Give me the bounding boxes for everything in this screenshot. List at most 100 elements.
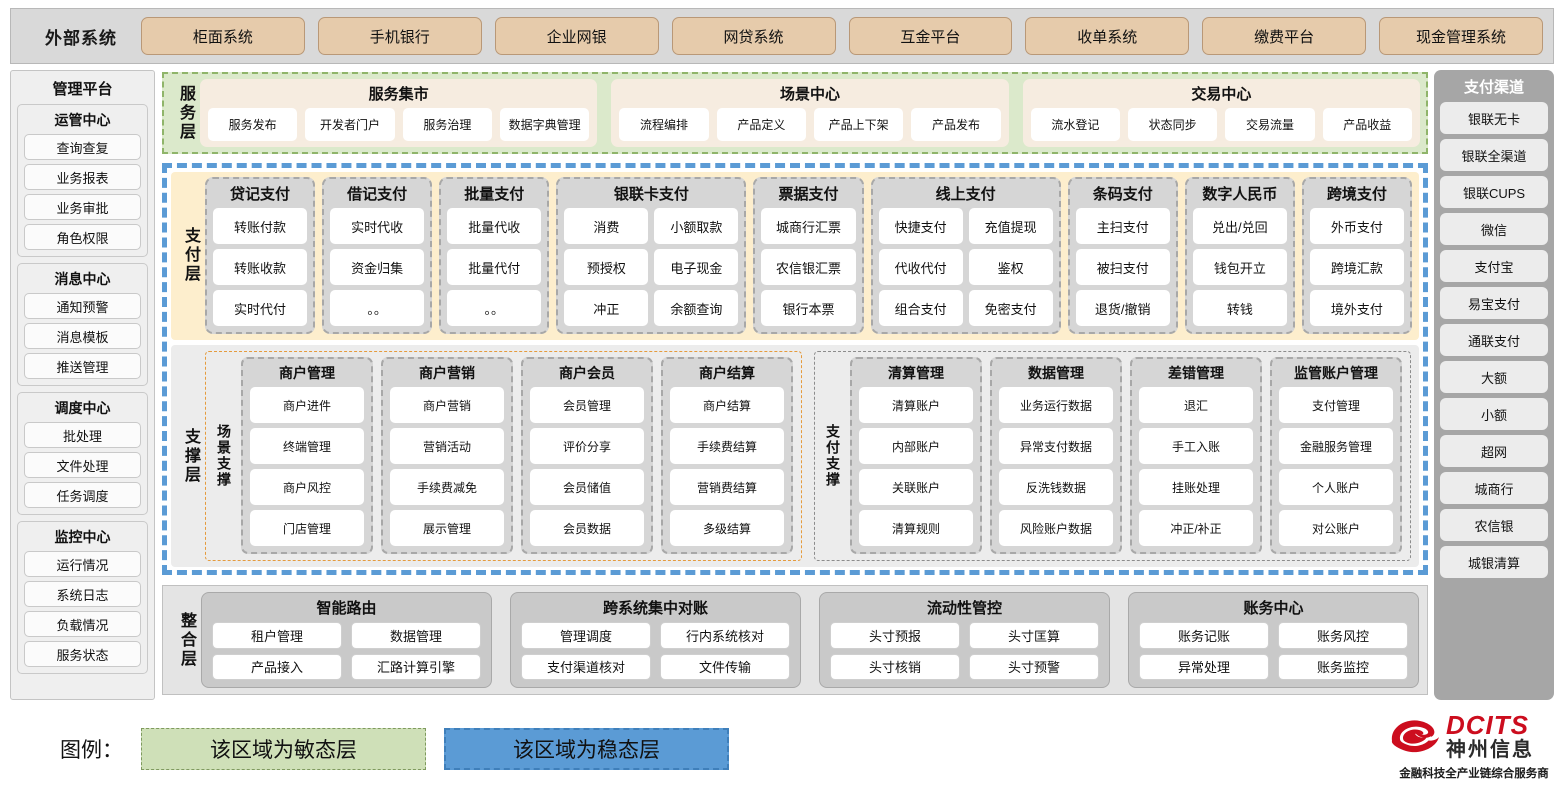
payment-item[interactable]: 兑出/兑回	[1192, 208, 1287, 244]
management-item[interactable]: 查询查复	[24, 134, 141, 160]
support-item[interactable]: 会员数据	[530, 510, 644, 546]
management-item[interactable]: 任务调度	[24, 482, 141, 508]
payment-channel-item[interactable]: 超网	[1440, 435, 1548, 467]
support-item[interactable]: 多级结算	[670, 510, 784, 546]
service-item[interactable]: 开发者门户	[305, 108, 395, 141]
payment-item[interactable]: 消费	[564, 208, 649, 244]
support-item[interactable]: 业务运行数据	[999, 387, 1113, 423]
payment-item[interactable]: 城商行汇票	[761, 208, 856, 244]
external-system-button[interactable]: 收单系统	[1025, 17, 1190, 55]
payment-item[interactable]: 境外支付	[1309, 290, 1404, 326]
support-item[interactable]: 会员管理	[530, 387, 644, 423]
service-item[interactable]: 服务治理	[402, 108, 492, 141]
support-item[interactable]: 展示管理	[390, 510, 504, 546]
support-item[interactable]: 风险账户数据	[999, 510, 1113, 546]
external-system-button[interactable]: 手机银行	[317, 17, 482, 55]
payment-item[interactable]: 批量代收	[447, 208, 542, 244]
payment-item[interactable]: 。。	[330, 290, 425, 326]
service-item[interactable]: 流程编排	[619, 108, 709, 141]
payment-item[interactable]: 实时代付	[213, 290, 308, 326]
support-item[interactable]: 商户风控	[250, 469, 364, 505]
management-item[interactable]: 消息模板	[24, 323, 141, 349]
payment-channel-item[interactable]: 银联全渠道	[1440, 139, 1548, 171]
support-item[interactable]: 手工入账	[1139, 428, 1253, 464]
payment-item[interactable]: 快捷支付	[878, 208, 963, 244]
external-system-button[interactable]: 互金平台	[848, 17, 1013, 55]
payment-item[interactable]: 。。	[447, 290, 542, 326]
integration-item[interactable]: 头寸预报	[830, 622, 960, 649]
payment-item[interactable]: 电子现金	[654, 249, 739, 285]
payment-item[interactable]: 被扫支付	[1075, 249, 1170, 285]
payment-channel-item[interactable]: 大额	[1440, 361, 1548, 393]
service-item[interactable]: 产品发布	[911, 108, 1001, 141]
payment-item[interactable]: 实时代收	[330, 208, 425, 244]
service-item[interactable]: 数据字典管理	[499, 108, 590, 141]
management-item[interactable]: 文件处理	[24, 452, 141, 478]
payment-channel-item[interactable]: 农信银	[1440, 509, 1548, 541]
payment-channel-item[interactable]: 城银清算	[1440, 546, 1548, 578]
integration-item[interactable]: 账务风控	[1278, 622, 1408, 649]
payment-item[interactable]: 外币支付	[1309, 208, 1404, 244]
support-item[interactable]: 个人账户	[1279, 469, 1393, 505]
service-item[interactable]: 产品定义	[716, 108, 806, 141]
support-item[interactable]: 评价分享	[530, 428, 644, 464]
payment-item[interactable]: 钱包开立	[1192, 249, 1287, 285]
payment-item[interactable]: 充值提现	[968, 208, 1053, 244]
payment-channel-item[interactable]: 微信	[1440, 213, 1548, 245]
external-system-button[interactable]: 缴费平台	[1202, 17, 1367, 55]
payment-item[interactable]: 批量代付	[447, 249, 542, 285]
support-item[interactable]: 关联账户	[859, 469, 973, 505]
payment-item[interactable]: 组合支付	[878, 290, 963, 326]
integration-item[interactable]: 头寸预警	[969, 653, 1099, 680]
integration-item[interactable]: 文件传输	[660, 653, 790, 680]
external-system-button[interactable]: 柜面系统	[141, 17, 305, 55]
management-item[interactable]: 通知预警	[24, 293, 141, 319]
management-item[interactable]: 推送管理	[24, 353, 141, 379]
integration-item[interactable]: 行内系统核对	[660, 622, 790, 649]
service-item[interactable]: 产品上下架	[813, 108, 904, 141]
payment-channel-item[interactable]: 银联CUPS	[1440, 176, 1548, 208]
management-item[interactable]: 负载情况	[24, 611, 141, 637]
support-item[interactable]: 商户营销	[390, 387, 504, 423]
payment-channel-item[interactable]: 银联无卡	[1440, 102, 1548, 134]
payment-item[interactable]: 农信银汇票	[761, 249, 856, 285]
external-system-button[interactable]: 企业网银	[494, 17, 659, 55]
service-item[interactable]: 产品收益	[1322, 108, 1412, 141]
payment-item[interactable]: 退货/撤销	[1075, 290, 1170, 326]
payment-item[interactable]: 免密支付	[968, 290, 1053, 326]
payment-item[interactable]: 主扫支付	[1075, 208, 1170, 244]
support-item[interactable]: 支付管理	[1279, 387, 1393, 423]
support-item[interactable]: 会员储值	[530, 469, 644, 505]
integration-item[interactable]: 支付渠道核对	[521, 653, 651, 680]
integration-item[interactable]: 数据管理	[351, 622, 481, 649]
service-item[interactable]: 状态同步	[1127, 108, 1218, 141]
integration-item[interactable]: 账务记账	[1139, 622, 1269, 649]
support-item[interactable]: 清算账户	[859, 387, 973, 423]
integration-item[interactable]: 头寸匡算	[969, 622, 1099, 649]
payment-item[interactable]: 跨境汇款	[1309, 249, 1404, 285]
support-item[interactable]: 异常支付数据	[999, 428, 1113, 464]
service-item[interactable]: 服务发布	[208, 108, 298, 141]
external-system-button[interactable]: 现金管理系统	[1379, 17, 1543, 55]
payment-item[interactable]: 小额取款	[654, 208, 739, 244]
payment-item[interactable]: 资金归集	[330, 249, 425, 285]
support-item[interactable]: 清算规则	[859, 510, 973, 546]
support-item[interactable]: 门店管理	[250, 510, 364, 546]
support-item[interactable]: 金融服务管理	[1279, 428, 1393, 464]
external-system-button[interactable]: 网贷系统	[671, 17, 836, 55]
support-item[interactable]: 冲正/补正	[1139, 510, 1253, 546]
integration-item[interactable]: 产品接入	[212, 653, 342, 680]
payment-item[interactable]: 鉴权	[968, 249, 1053, 285]
support-item[interactable]: 内部账户	[859, 428, 973, 464]
support-item[interactable]: 挂账处理	[1139, 469, 1253, 505]
service-item[interactable]: 交易流量	[1225, 108, 1315, 141]
payment-channel-item[interactable]: 支付宝	[1440, 250, 1548, 282]
support-item[interactable]: 营销费结算	[670, 469, 784, 505]
support-item[interactable]: 退汇	[1139, 387, 1253, 423]
integration-item[interactable]: 异常处理	[1139, 653, 1269, 680]
integration-item[interactable]: 管理调度	[521, 622, 651, 649]
support-item[interactable]: 商户进件	[250, 387, 364, 423]
support-item[interactable]: 终端管理	[250, 428, 364, 464]
support-item[interactable]: 反洗钱数据	[999, 469, 1113, 505]
management-item[interactable]: 角色权限	[24, 224, 141, 250]
